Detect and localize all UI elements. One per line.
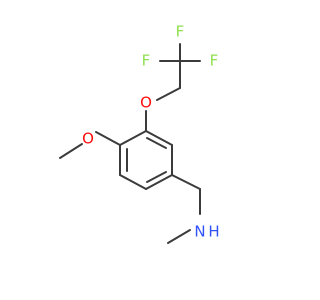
atom-f1: F xyxy=(176,23,185,41)
atom-o-methoxy: O xyxy=(82,130,94,148)
bonds xyxy=(59,43,201,244)
atom-h-amine: H xyxy=(208,223,219,241)
atom-f2: F xyxy=(142,52,151,70)
bond-c2-c3-inner xyxy=(146,137,167,149)
atom-o-ether: O xyxy=(140,94,152,112)
molecule-diagram: F F F O O N H xyxy=(59,23,220,244)
bond-c4-o-methoxy xyxy=(95,131,121,146)
atom-f3: F xyxy=(210,52,219,70)
atom-labels: F F F O O N H xyxy=(82,23,220,241)
bond-c3-c4 xyxy=(119,130,147,146)
bond-c6-c1 xyxy=(145,174,173,190)
bond-c6-c1-inner xyxy=(146,171,167,183)
bond-ch2-o-ether xyxy=(156,87,181,101)
structure-canvas: F F F O O N H xyxy=(59,23,220,244)
bond-c5-c6 xyxy=(119,174,147,190)
bond-c2-c3 xyxy=(145,130,173,146)
bond-o-methoxy-ch3 xyxy=(59,143,83,159)
bond-n-ch3 xyxy=(167,229,191,244)
bond-c1-ch2 xyxy=(171,174,201,190)
atom-n-amine: N xyxy=(194,223,205,241)
